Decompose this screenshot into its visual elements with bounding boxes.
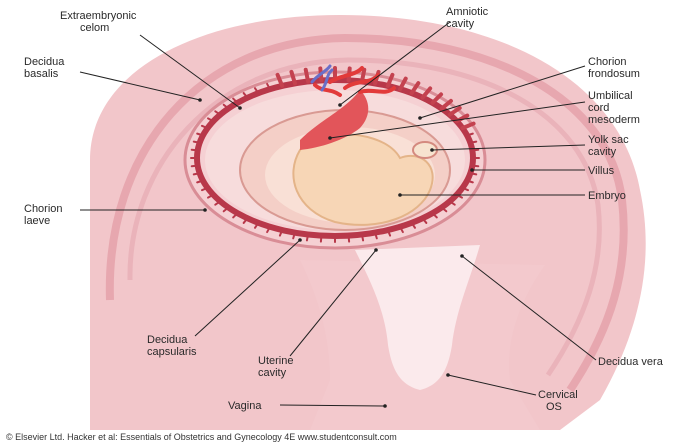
label-decidua-vera: Decidua vera <box>598 356 663 368</box>
leader-decidua-capsularis-tip <box>298 238 302 242</box>
villus-mark <box>472 166 478 167</box>
leader-vagina-tip <box>383 404 387 408</box>
leader-embryo-tip <box>398 193 402 197</box>
villus-mark <box>472 150 478 151</box>
villus-mark <box>192 150 198 151</box>
leader-villus-tip <box>470 168 474 172</box>
label-embryo: Embryo <box>588 190 626 202</box>
copyright-credit: © Elsevier Ltd. Hacker et al: Essentials… <box>6 431 690 443</box>
leader-chorion-laeve-tip <box>203 208 207 212</box>
villus-mark <box>470 173 476 174</box>
leader-amniotic-cavity-tip <box>338 103 342 107</box>
leader-decidua-basalis-tip <box>198 98 202 102</box>
villus-mark <box>194 142 200 143</box>
villus-mark <box>470 142 476 143</box>
leader-chorion-frondosum-tip <box>418 116 422 120</box>
label-extraembryonic-celom: Extraembryoniccelom <box>60 10 136 34</box>
villus-mark <box>194 173 200 174</box>
villus-mark <box>321 236 322 242</box>
leader-uterine-cavity-tip <box>374 248 378 252</box>
villus-mark <box>307 235 308 241</box>
leader-umbilical-cord-mesoderm-tip <box>328 136 332 140</box>
villus-mark <box>192 166 198 167</box>
villus-mark <box>349 236 350 242</box>
villus-mark <box>362 235 363 241</box>
leader-cervical-os-tip <box>446 373 450 377</box>
leader-yolk-sac-cavity-tip <box>430 148 434 152</box>
label-villus: Villus <box>588 165 614 177</box>
leader-extraembryonic-celom-tip <box>238 106 242 110</box>
leader-decidua-vera-tip <box>460 254 464 258</box>
label-vagina: Vagina <box>228 400 261 412</box>
villus-mark <box>306 70 308 82</box>
